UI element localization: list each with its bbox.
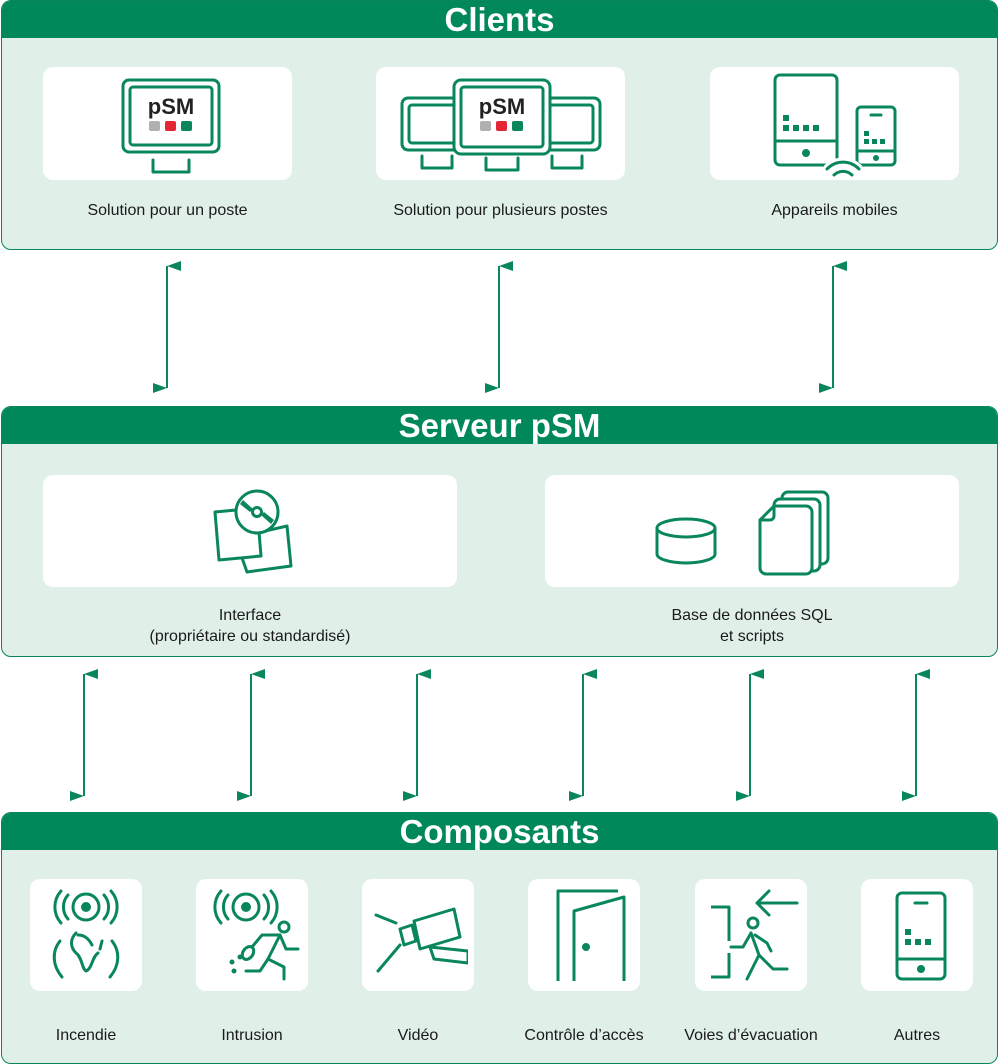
component-label-intrusion: Intrusion: [221, 1027, 283, 1044]
component-card-fire: [30, 879, 142, 991]
screen-text: pSM: [147, 94, 193, 119]
server-panel: Serveur pSM Interface (propriétaire ou s…: [1, 406, 998, 657]
intrusion-alarm-icon: [213, 889, 300, 981]
emergency-exit-icon: [711, 889, 799, 981]
monitor-psm-icon: pSM: [121, 78, 220, 173]
arrows-server-components: [70, 669, 930, 801]
client-label-mobile: Appareils mobiles: [771, 202, 898, 219]
server-label-interface: Interface (propriétaire ou standardisé): [43, 605, 457, 647]
component-card-video: [362, 879, 474, 991]
screen-text: pSM: [478, 94, 524, 119]
component-card-other: [861, 879, 973, 991]
component-label-video: Vidéo: [397, 1027, 439, 1044]
client-card-multi: pSM: [376, 67, 625, 180]
component-label-evacuation: Voies d’évacuation: [684, 1027, 818, 1044]
database-label-line1: Base de données SQL: [671, 607, 833, 624]
components-title: Composants: [2, 813, 997, 850]
component-label-other: Autres: [893, 1027, 941, 1044]
component-card-intrusion: [196, 879, 308, 991]
server-label-database: Base de données SQL et scripts: [545, 605, 959, 647]
arrows-clients-server: [153, 261, 847, 393]
database-label-line2: et scripts: [719, 628, 784, 645]
client-label-multi: Solution pour plusieurs postes: [393, 202, 608, 219]
smartphone-icon: [895, 891, 947, 981]
clients-panel: Clients pSM pSM: [1, 0, 998, 250]
server-card-interface: [43, 475, 457, 587]
server-title: Serveur pSM: [2, 407, 997, 444]
fire-alarm-icon: [52, 889, 120, 979]
client-card-mobile: [710, 67, 959, 180]
component-card-evacuation: [695, 879, 807, 991]
component-card-access: [528, 879, 640, 991]
cctv-camera-icon: [374, 907, 468, 973]
cd-software-icon: [213, 489, 293, 574]
component-label-access: Contrôle d’accès: [524, 1027, 644, 1044]
multi-monitor-psm-icon: pSM: [400, 78, 601, 171]
database-scripts-icon: [655, 490, 830, 576]
interface-label-line2: (propriétaire ou standardisé): [149, 628, 351, 645]
server-card-database: [545, 475, 959, 587]
mobile-devices-icon: [773, 73, 896, 176]
interface-label-line1: Interface: [218, 607, 282, 624]
client-card-single: pSM: [43, 67, 292, 180]
clients-title: Clients: [2, 1, 997, 38]
client-label-single: Solution pour un poste: [87, 202, 248, 219]
door-icon: [556, 889, 626, 981]
components-panel: Composants: [1, 812, 998, 1064]
component-label-fire: Incendie: [55, 1027, 117, 1044]
